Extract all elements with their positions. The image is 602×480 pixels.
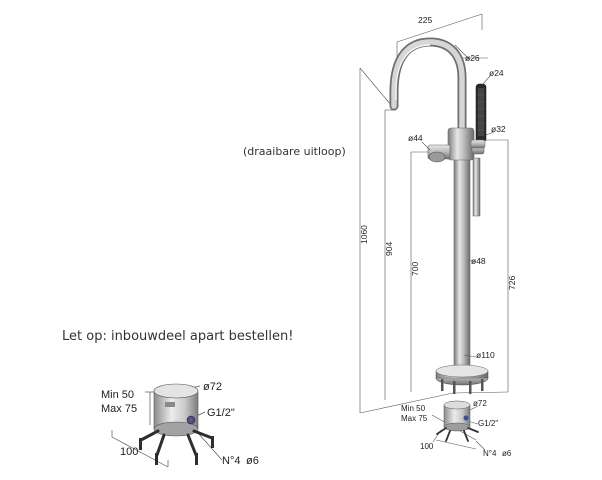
freestanding-tap: 225 ø26 ø24 ø32 ø44 ø48 ø110 1060 904 70… xyxy=(359,13,517,414)
base-bolts xyxy=(441,379,484,394)
label-spout-height: 904 xyxy=(384,242,394,256)
large-label-leg-diameter: ø6 xyxy=(246,455,259,467)
spout xyxy=(391,39,465,143)
large-label-thread: G1/2" xyxy=(207,407,235,419)
label-spout-tube: ø26 xyxy=(465,53,480,63)
label-mixer-height: 700 xyxy=(410,262,420,276)
mixer-knob-cap xyxy=(428,151,446,163)
label-mixer-knob: ø44 xyxy=(408,133,423,143)
large-label-legs: N°4 xyxy=(222,455,240,467)
small-label-spacing: 100 xyxy=(420,442,434,451)
label-column: ø48 xyxy=(471,256,486,266)
large-label-spacing: 100 xyxy=(120,446,138,458)
label-holder-height: 726 xyxy=(507,276,517,290)
small-label-max: Max 75 xyxy=(401,414,428,423)
label-base: ø110 xyxy=(476,350,495,360)
large-legs xyxy=(139,429,214,457)
installation-part-large: Min 50 Max 75 ø72 G1/2" 100 N°4 ø6 xyxy=(101,381,259,468)
label-handshower-holder: ø32 xyxy=(491,124,506,134)
label-handshower: ø24 xyxy=(489,68,504,78)
large-label-min: Min 50 xyxy=(101,389,134,401)
small-label-min: Min 50 xyxy=(401,404,426,413)
handshower-holder xyxy=(470,139,486,149)
small-label-leg-diameter: ø6 xyxy=(502,449,512,458)
label-total-height: 1060 xyxy=(359,225,369,244)
column xyxy=(453,137,471,374)
large-label-max: Max 75 xyxy=(101,403,137,415)
order-notice: Let op: inbouwdeel apart bestellen! xyxy=(62,329,294,344)
installation-part-small: Min 50 Max 75 ø72 G1/2" 100 N°4 ø6 xyxy=(401,399,512,458)
small-label-legs: N°4 xyxy=(483,449,497,458)
mixer-body xyxy=(447,127,475,161)
swivel-spout-note: (draaibare uitloop) xyxy=(243,145,346,158)
small-label-body: ø72 xyxy=(473,399,487,408)
leader-lines xyxy=(421,57,495,358)
small-label-thread: G1/2" xyxy=(478,419,498,428)
label-spout-reach: 225 xyxy=(418,15,432,25)
hose-pipe xyxy=(472,157,481,217)
large-label-body: ø72 xyxy=(203,381,222,393)
